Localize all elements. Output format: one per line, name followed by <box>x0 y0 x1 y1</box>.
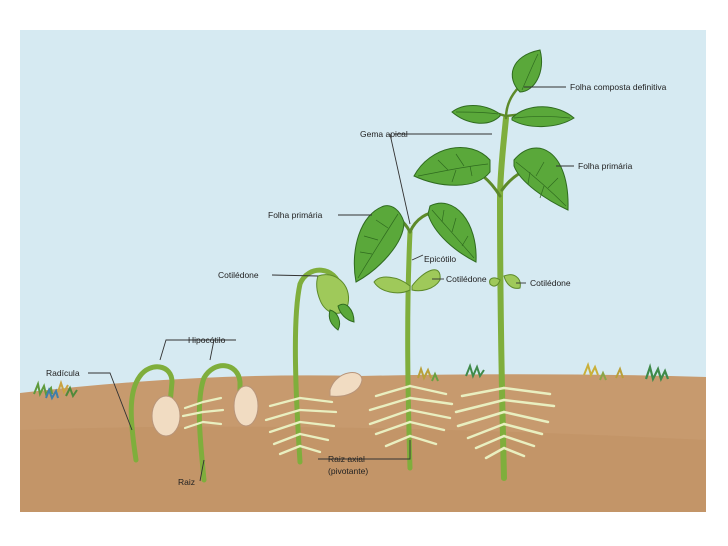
label-cotiledone-stage3: Cotilédone <box>218 270 259 280</box>
label-raiz-axial: Raiz axial <box>328 454 365 464</box>
label-raiz: Raiz <box>178 477 195 487</box>
grass-tuft-middle <box>417 362 485 382</box>
seed-1 <box>151 395 181 437</box>
soil-shade <box>20 426 706 512</box>
label-cotiledone-stage5: Cotilédone <box>530 278 571 288</box>
label-epicotilo: Epicótilo <box>424 254 456 264</box>
leader-lines <box>88 86 574 482</box>
label-folha-primaria-stage5: Folha primária <box>578 161 633 171</box>
cotyledon-5 <box>503 274 521 289</box>
label-gema-apical: Gema apical <box>360 129 408 139</box>
stage-2-seedling <box>181 363 259 483</box>
cotyledon-4-left <box>373 276 411 294</box>
primary-leaf-left-5 <box>413 147 491 186</box>
label-pivotante: (pivotante) <box>328 466 368 476</box>
grass-tuft-right <box>583 361 670 383</box>
stage-4-seedling <box>353 202 477 471</box>
label-hipocotilo: Hipocótilo <box>188 335 226 345</box>
stage-3-seedling <box>264 267 363 465</box>
seed-coat <box>329 372 363 397</box>
compound-leaf-left <box>451 105 501 124</box>
label-folha-primaria-stage4: Folha primária <box>268 210 323 220</box>
stage-1-seedling <box>128 364 181 463</box>
cotyledon-4-right <box>411 269 441 292</box>
grass-tuft-left <box>33 379 78 401</box>
seed-2 <box>233 385 259 427</box>
compound-leaf-top <box>511 49 542 93</box>
label-folha-composta-definitiva: Folha composta definitiva <box>570 82 667 92</box>
stage-5-plant <box>413 49 575 481</box>
label-radicula: Radícula <box>46 368 80 378</box>
label-cotiledone-stage4: Cotilédone <box>446 274 487 284</box>
